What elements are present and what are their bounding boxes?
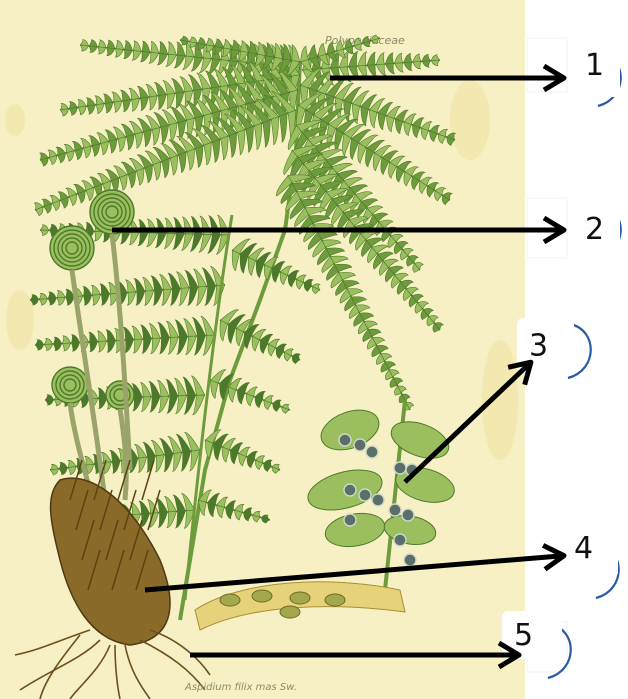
label-number: 2 [585,212,604,247]
paper-stain [482,340,518,460]
sorus [344,514,356,526]
section-bundle [280,606,300,618]
paper-stain [5,104,25,136]
label-number: 5 [514,618,533,653]
sorus [354,439,366,451]
sorus [372,494,384,506]
fiddlehead-coil [90,190,134,234]
sorus [389,504,401,516]
sorus [402,509,414,521]
label-number: 3 [529,329,548,364]
sorus [404,554,416,566]
label-number: 1 [585,48,604,83]
sorus [344,484,356,496]
fiddlehead-coil [50,226,94,270]
coil-ring [90,190,134,234]
label-number: 4 [574,531,593,566]
coil-ring [52,367,88,403]
paper-stain [6,290,34,350]
paper-stain [450,80,490,160]
fiddlehead-coil [106,381,134,409]
sorus [394,534,406,546]
sorus [339,434,351,446]
coil-ring [50,226,94,270]
plate-caption: Aspidium filix mas Sw. [184,682,297,693]
section-bundle [290,592,310,604]
section-bundle [252,590,272,602]
sorus [394,462,406,474]
section-bundle [220,594,240,606]
section-bundle [325,594,345,606]
sorus [366,446,378,458]
sorus [359,489,371,501]
fiddlehead-coil [52,367,88,403]
